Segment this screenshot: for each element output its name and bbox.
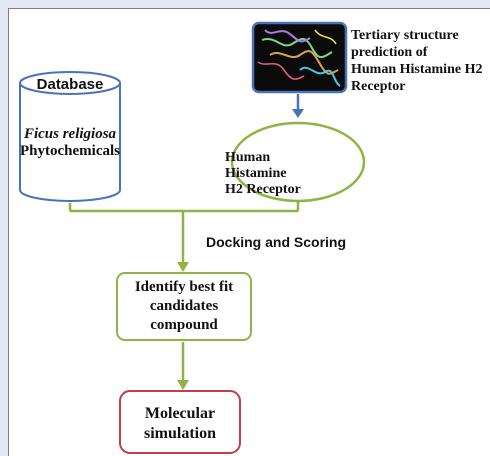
- identify-box: [116, 272, 252, 341]
- identify-line-2: candidates: [149, 298, 219, 314]
- database-phytochemicals: Phytochemicals: [20, 143, 120, 159]
- tertiary-line-1: Tertiary structure: [351, 28, 459, 43]
- database-title: Database: [36, 76, 104, 93]
- docking-arrowhead: [177, 262, 189, 272]
- receptor-line-1: Human: [225, 150, 271, 165]
- simulation-arrowhead: [177, 380, 189, 390]
- protein-structure-image: [251, 21, 348, 94]
- tertiary-line-4: Receptor: [351, 79, 406, 94]
- green-connector-lines: [68, 202, 300, 380]
- receptor-ellipse: [230, 121, 366, 203]
- molecular-simulation-label: Molecular simulation: [120, 404, 240, 444]
- database-species: Ficus religiosa: [23, 126, 117, 142]
- receptor-line-2: Histamine: [225, 166, 287, 181]
- identify-line-3: compound: [150, 317, 218, 333]
- identify-label: Identify best fit candidates compound: [117, 278, 251, 335]
- tertiary-structure-label: Tertiary structure prediction of Human H…: [351, 27, 490, 95]
- database-cylinder: [19, 71, 121, 202]
- molecular-simulation-box: [119, 390, 241, 454]
- tertiary-line-3: Human Histamine H2: [351, 62, 483, 77]
- identify-line-1: Identify best fit: [134, 279, 234, 295]
- tertiary-line-2: prediction of: [351, 45, 428, 60]
- image-to-receptor-arrow: [292, 94, 304, 118]
- molecular-line-1: Molecular: [144, 405, 216, 422]
- receptor-label: Human Histamine H2 Receptor: [225, 150, 345, 198]
- docking-scoring-label: Docking and Scoring: [206, 234, 347, 250]
- receptor-line-3: H2 Receptor: [225, 182, 301, 197]
- molecular-line-2: simulation: [143, 425, 216, 442]
